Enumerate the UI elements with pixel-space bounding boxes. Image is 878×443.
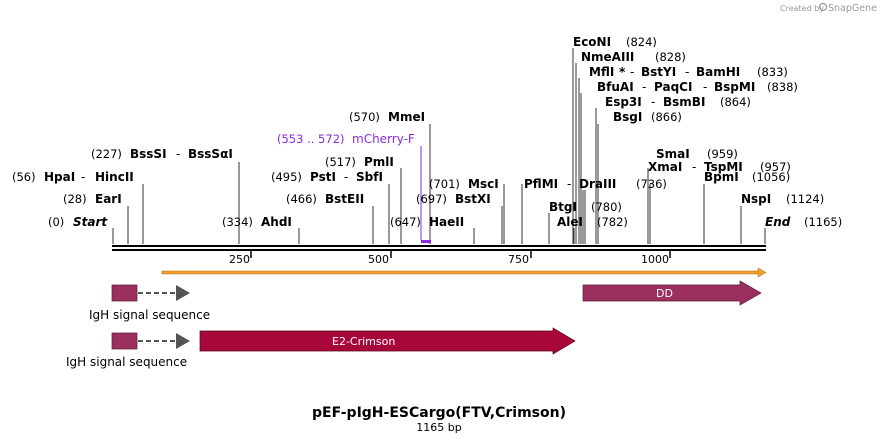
bssSI-label[interactable]: BssSI <box>130 147 167 161</box>
site-connectors <box>112 48 766 244</box>
nspI-label[interactable]: NspI <box>741 192 771 206</box>
start-pos: (0) <box>48 215 64 229</box>
bsmBI-label[interactable]: BsmBI <box>663 95 705 109</box>
e2-crimson-feature[interactable]: E2-Crimson <box>199 327 576 355</box>
hincII-label[interactable]: HincII <box>95 170 134 184</box>
hpaI-pos: (56) <box>12 170 36 184</box>
haeII-pos: (647) <box>390 215 421 229</box>
bfuAI-label[interactable]: BfuAI <box>597 80 634 94</box>
bssSI-dash: - <box>176 147 180 161</box>
tspMI-label[interactable]: TspMI <box>704 160 743 174</box>
ecoNI-pos: (824) <box>626 35 657 49</box>
mflI-dash-2: - <box>685 65 689 79</box>
xmaI-dash: - <box>692 160 696 174</box>
pstI-pos: (495) <box>271 170 302 184</box>
bstEII-label[interactable]: BstEII <box>325 192 364 206</box>
orf-arrow[interactable] <box>161 267 767 278</box>
start-label[interactable]: Start <box>73 215 108 229</box>
igh-signal-label-2: IgH signal sequence <box>66 355 187 369</box>
earI-pos: (28) <box>63 192 87 206</box>
tick-label-500: 500 <box>368 253 389 266</box>
sbfI-label[interactable]: SbfI <box>356 170 383 184</box>
bspMI-label[interactable]: BspMI <box>714 80 755 94</box>
esp3I-label[interactable]: Esp3I <box>605 95 642 109</box>
bpmI-label[interactable]: BpmI <box>704 170 739 184</box>
snapgene-logo-icon <box>818 2 828 12</box>
created-by-text: Created by <box>780 4 824 13</box>
nspI-pos: (1124) <box>786 192 824 206</box>
bfuAI-pos: (838) <box>767 80 798 94</box>
pstI-dash: - <box>344 170 348 184</box>
nmeAIII-label[interactable]: NmeAIII <box>581 50 634 64</box>
bsgI-label[interactable]: BsgI <box>613 110 642 124</box>
primer-binding-mark[interactable] <box>421 240 431 243</box>
primer-pos: (553 .. 572) <box>277 132 345 146</box>
snapgene-brand: SnapGene <box>828 3 877 14</box>
end-pos: (1165) <box>804 215 842 229</box>
mflI-star: * <box>619 65 626 79</box>
earI-label[interactable]: EarI <box>95 192 122 206</box>
ahdI-pos: (334) <box>222 215 253 229</box>
bstEII-pos: (466) <box>286 192 317 206</box>
ahdI-label[interactable]: AhdI <box>261 215 292 229</box>
tick-label-250: 250 <box>229 253 250 266</box>
draIII-label[interactable]: DraIII <box>579 177 616 191</box>
esp3I-dash: - <box>651 95 655 109</box>
igh-signal-feature-2[interactable] <box>111 332 190 350</box>
pflMI-label[interactable]: PflMI <box>524 177 558 191</box>
bfuAI-dash-1: - <box>642 80 646 94</box>
nmeAIII-pos: (828) <box>655 50 686 64</box>
btgI-pos: (780) <box>591 200 622 214</box>
xmaI-label[interactable]: XmaI <box>648 160 682 174</box>
paqCI-label[interactable]: PaqCI <box>654 80 692 94</box>
aleI-pos: (782) <box>597 215 628 229</box>
igh-signal-feature-1[interactable] <box>111 284 190 302</box>
esp3I-pos: (864) <box>720 95 751 109</box>
mmeI-pos: (570) <box>349 110 380 124</box>
mscI-pos: (701) <box>429 177 460 191</box>
mflI-dash-1: - <box>630 65 634 79</box>
dd-label: DD <box>656 287 673 300</box>
pmlI-pos: (517) <box>325 155 356 169</box>
bstYI-label[interactable]: BstYI <box>641 65 676 79</box>
map-title: pEF-pIgH-ESCargo(FTV,Crimson) <box>312 405 566 421</box>
end-label[interactable]: End <box>765 215 791 229</box>
bfuAI-dash-2: - <box>703 80 707 94</box>
xmaI-pos: (957) <box>760 160 791 174</box>
hpaI-label[interactable]: HpaI <box>44 170 75 184</box>
dd-feature[interactable]: DD <box>582 280 762 306</box>
hpaI-dash: - <box>81 170 85 184</box>
smaI-label[interactable]: SmaI <box>656 147 690 161</box>
pflMI-pos: (736) <box>636 177 667 191</box>
bamHI-label[interactable]: BamHI <box>696 65 740 79</box>
pmlI-label[interactable]: PmlI <box>364 155 394 169</box>
bstXI-pos: (697) <box>416 192 447 206</box>
haeII-label[interactable]: HaeII <box>429 215 464 229</box>
e2-crimson-label: E2-Crimson <box>332 335 395 348</box>
btgI-label[interactable]: BtgI <box>549 200 577 214</box>
pstI-label[interactable]: PstI <box>310 170 336 184</box>
bssSI-pos: (227) <box>91 147 122 161</box>
igh-signal-label-1: IgH signal sequence <box>89 308 210 322</box>
bstXI-label[interactable]: BstXI <box>455 192 491 206</box>
bpmI-pos: (1056) <box>752 170 790 184</box>
backbone-bottom-strand <box>112 249 766 251</box>
tick-label-1000: 1000 <box>641 253 669 266</box>
backbone-top-strand <box>112 245 766 247</box>
smaI-pos: (959) <box>707 147 738 161</box>
bssSaI-label[interactable]: BssSαI <box>188 147 233 161</box>
mflI-pos: (833) <box>757 65 788 79</box>
primer-label[interactable]: mCherry-F <box>352 132 415 146</box>
bsgI-pos: (866) <box>651 110 682 124</box>
ecoNI-label[interactable]: EcoNI <box>573 35 611 49</box>
map-length: 1165 bp <box>416 421 461 434</box>
tick-label-750: 750 <box>508 253 529 266</box>
ruler-ticks: 250 500 750 1000 <box>229 251 671 266</box>
pflMI-dash: - <box>567 177 571 191</box>
aleI-label[interactable]: AleI <box>557 215 583 229</box>
mflI-label[interactable]: MflI <box>589 65 614 79</box>
mmeI-label[interactable]: MmeI <box>388 110 425 124</box>
mscI-label[interactable]: MscI <box>468 177 499 191</box>
